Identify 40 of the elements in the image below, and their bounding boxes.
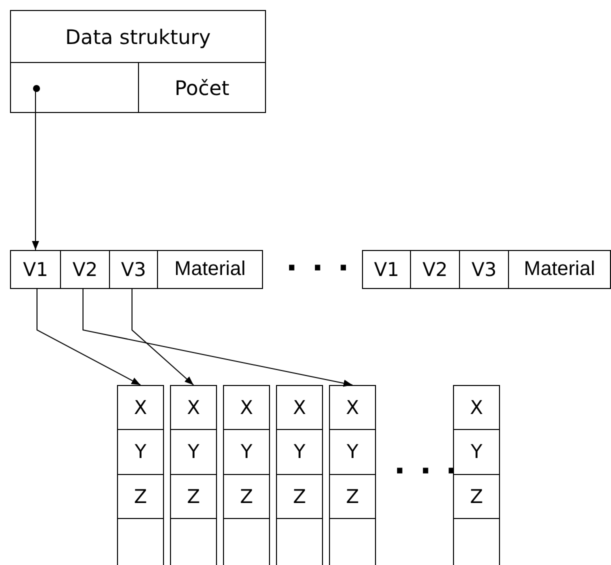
cell-label: X <box>117 385 164 430</box>
cell-label: Y <box>276 429 323 475</box>
cell-label: V2 <box>60 250 110 289</box>
pointer-dot <box>33 85 40 92</box>
cell-label: Z <box>223 474 270 519</box>
cell-label: V3 <box>109 250 158 289</box>
cell-label: Z <box>329 474 376 519</box>
cell-label: X <box>223 385 270 430</box>
cell-label: Z <box>276 474 323 519</box>
empty-cell <box>117 518 164 565</box>
cell-label: Y <box>329 429 376 475</box>
cell-label: Z <box>170 474 217 519</box>
cell-label: X <box>276 385 323 430</box>
empty-cell <box>170 518 217 565</box>
arrow <box>36 288 141 386</box>
cell-label: Z <box>117 474 164 519</box>
cell-label: Data struktury <box>10 10 266 63</box>
arrow <box>132 288 194 386</box>
arrow <box>32 90 40 250</box>
cell-label: Z <box>453 474 500 519</box>
empty-cell <box>223 518 270 565</box>
cell-label: V1 <box>362 250 411 289</box>
cell-label: Y <box>117 429 164 475</box>
arrow <box>82 288 353 387</box>
cell-label: Y <box>223 429 270 475</box>
cell-label: Material <box>508 250 611 289</box>
cell-label: Počet <box>138 62 266 113</box>
cell-label: X <box>170 385 217 430</box>
cell-label: Y <box>170 429 217 475</box>
cell-label: X <box>453 385 500 430</box>
cell-label: V1 <box>10 250 61 289</box>
cell-label: V3 <box>459 250 509 289</box>
cell-label: V2 <box>410 250 460 289</box>
empty-cell <box>453 518 500 565</box>
ellipsis: · · · <box>286 254 352 284</box>
empty-cell <box>329 518 376 565</box>
cell-label: X <box>329 385 376 430</box>
cell-label: Y <box>453 429 500 475</box>
empty-cell <box>276 518 323 565</box>
cell-label: Material <box>157 250 263 289</box>
